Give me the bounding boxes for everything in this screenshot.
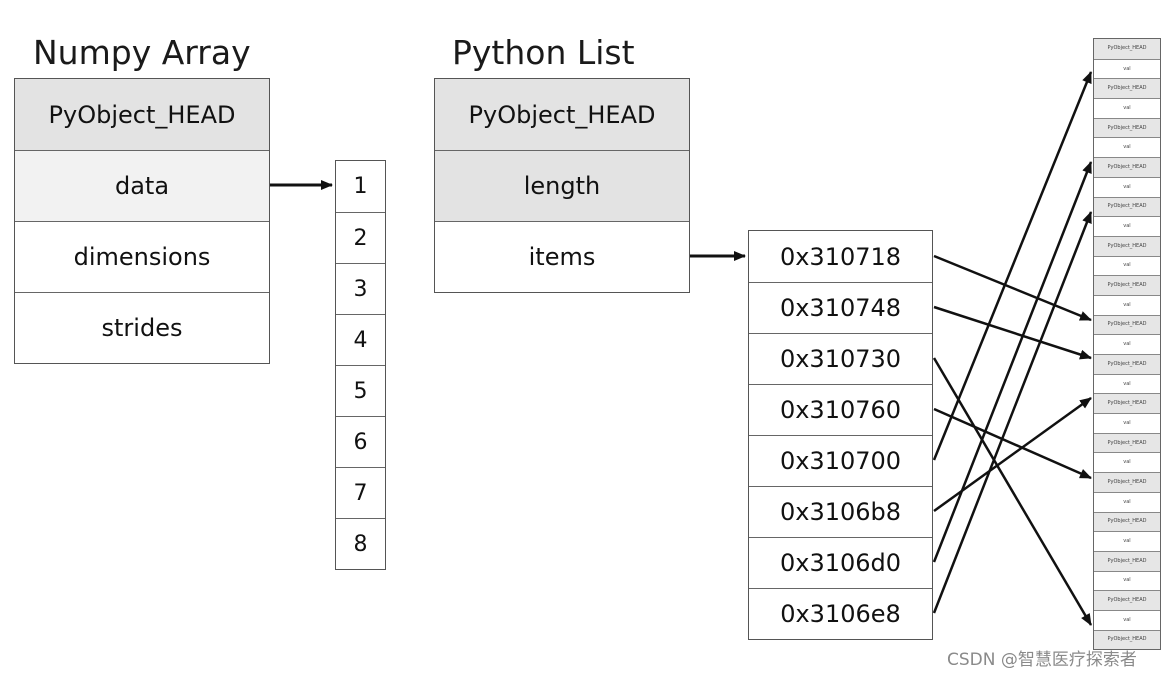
numpy-data-field: data [15,150,269,221]
numpy-array-struct: PyObject_HEAD data dimensions strides [14,78,270,364]
heap-object-cell: PyObject_HEAD [1094,354,1160,374]
pylist-pyobject-head-field: PyObject_HEAD [435,79,689,150]
heap-value-cell: val [1094,413,1160,433]
pylist-items-field: items [435,221,689,292]
numpy-dimensions-field: dimensions [15,221,269,292]
heap-object-cell: PyObject_HEAD [1094,196,1160,217]
numpy-array-title: Numpy Array [33,33,251,72]
heap-object-cell: PyObject_HEAD [1094,432,1160,453]
heap-value-cell: val [1094,137,1160,158]
pointer-address: 0x310760 [749,384,932,435]
element-pointer-arrow [933,407,1092,480]
heap-value-cell: val [1094,609,1160,630]
pointer-address: 0x310718 [779,242,902,271]
numpy-pyobject-head-field: PyObject_HEAD [15,79,269,150]
heap-value-cell: val [1094,334,1160,354]
pointer-address: 0x310748 [749,282,932,333]
pointer-address: 0x3106b8 [749,486,932,537]
heap-value-cell: val [1094,570,1160,591]
numpy-data-buffer: 1 2 3 4 5 6 7 8 [335,160,386,570]
element-pointer-arrow [932,161,1093,563]
element-pointer-arrow [932,71,1093,461]
heap-value-cell: val [1094,98,1160,118]
heap-value-cell: val [1094,452,1160,473]
watermark: CSDN @智慧医疗探索者 [947,650,1137,670]
heap-object-cell: PyObject_HEAD [1094,393,1160,414]
pylist-length-field: length [435,150,689,221]
heap-value-cell: val [1094,294,1160,315]
heap-object-cell: PyObject_HEAD [1094,511,1160,532]
heap-value-cell: val [1094,373,1160,394]
element-pointer-arrow [932,357,1093,626]
heap-object-cell: PyObject_HEAD [1094,78,1160,99]
pointer-address: 0x310700 [749,435,932,486]
python-list-title: Python List [452,33,635,72]
element-pointer-arrows [932,71,1093,626]
heap-object-cell: PyObject_HEAD [1094,275,1160,295]
heap-object-cell: PyObject_HEAD [1094,472,1160,492]
heap-object-cell: PyObject_HEAD [1094,629,1160,650]
element-pointer-arrow [933,254,1092,322]
heap-object-cell: PyObject_HEAD [1094,235,1160,256]
heap-value-cell: val [1094,255,1160,276]
heap-object-cell: PyObject_HEAD [1094,117,1160,138]
heap-value-cell: val [1094,176,1160,197]
pointer-address: 0x3106d0 [749,537,932,588]
heap-value-cell: val [1094,531,1160,551]
python-list-struct: PyObject_HEAD length items [434,78,690,293]
element-pointer-arrow [933,305,1092,360]
data-value: 2 [336,212,385,263]
heap-object-cell: PyObject_HEAD [1094,314,1160,335]
pointer-address: 0x310730 [749,333,932,384]
heap-object-cell: PyObject_HEAD [1094,39,1160,59]
data-value: 5 [336,365,385,416]
data-value: 4 [336,314,385,365]
heap-object-cell: PyObject_HEAD [1094,157,1160,177]
pointer-address: 0x3106e8 [749,588,932,639]
pointer-array: 0x310718 0x310748 0x310730 0x310760 0x31… [748,230,933,640]
data-value: 8 [336,518,385,569]
heap-object-cell: PyObject_HEAD [1094,550,1160,571]
data-value: 7 [336,467,385,518]
data-value: 6 [336,416,385,467]
heap-value-cell: val [1094,216,1160,236]
heap-value-cell: val [1094,491,1160,512]
heap-value-cell: val [1094,58,1160,79]
element-pointer-arrow [932,211,1093,614]
data-value: 3 [336,263,385,314]
data-value: 1 [353,174,368,199]
numpy-strides-field: strides [15,292,269,363]
heap-object-cell: PyObject_HEAD [1094,590,1160,610]
